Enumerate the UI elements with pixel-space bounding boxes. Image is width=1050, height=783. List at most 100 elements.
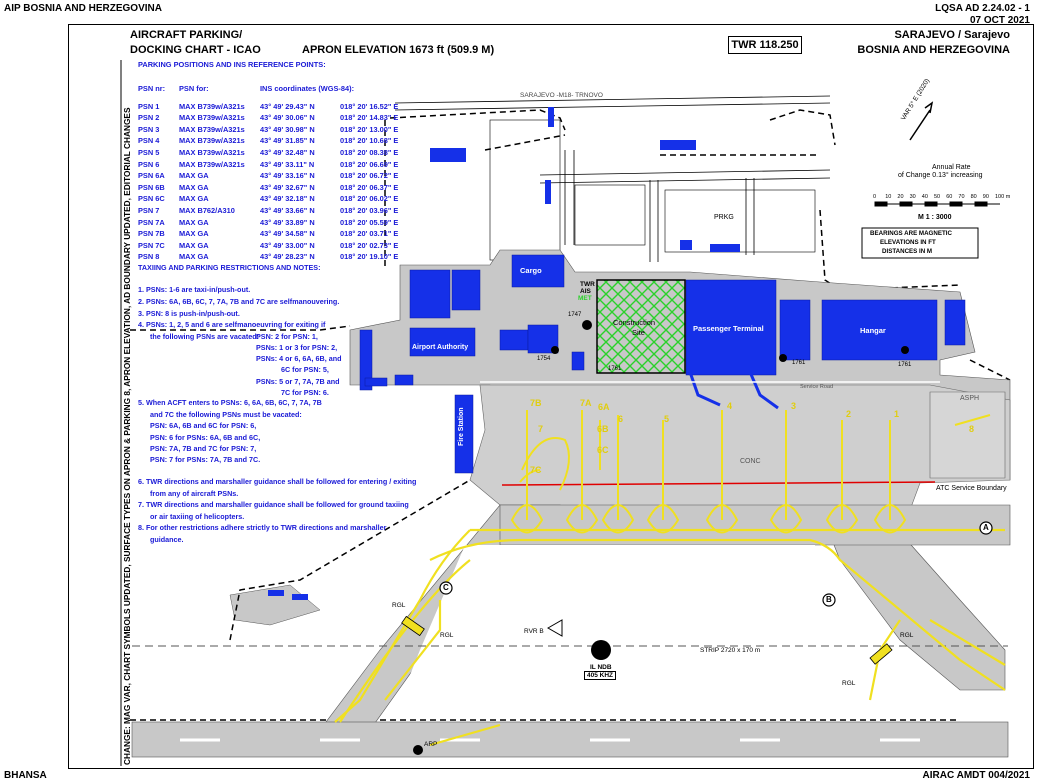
elevation-1754: 1754 (537, 356, 551, 362)
header-publication: AIP BOSNIA AND HERZEGOVINA (4, 3, 162, 14)
stand-7c: 7C (530, 465, 542, 475)
chart-frame (68, 24, 1034, 769)
asph-label: ASPH (960, 395, 980, 402)
twr-frequency: TWR 118.250 (728, 36, 802, 54)
note-7a: 7. TWR directions and marshaller guidanc… (138, 500, 409, 509)
note-7b: or air taxiing of helicopters. (150, 512, 245, 521)
note-5e: PSN: 7A, 7B and 7C for PSN: 7, (150, 444, 257, 453)
road-label: SARAJEVO -M18- TRNOVO (520, 92, 603, 99)
chart-title-2: DOCKING CHART - ICAO (130, 44, 261, 56)
notes-heading: TAXIING AND PARKING RESTRICTIONS AND NOT… (138, 263, 321, 272)
footer-amendment: AIRAC AMDT 004/2021 (922, 770, 1030, 781)
scale-tick-label: 50 (934, 194, 941, 200)
scale-tick-label: 40 (921, 194, 928, 200)
chart-title-1: AIRCRAFT PARKING/ (130, 29, 243, 41)
note-4h: 7C for PSN: 6. (281, 388, 329, 397)
note-5c: PSN: 6A, 6B and 6C for PSN: 6, (150, 421, 257, 430)
elevation-1761-c: 1761 (898, 362, 912, 368)
atc-boundary-label: ATC Service Boundary (936, 485, 1007, 492)
rgl-label-4: RGL (842, 680, 856, 687)
scale-tick-label: 20 (897, 194, 904, 200)
note-1: 1. PSNs: 1-6 are taxi-in/push-out. (138, 285, 251, 294)
scale-tick-label: 10 (885, 194, 892, 200)
note-2: 2. PSNs: 6A, 6B, 6C, 7, 7A, 7B and 7C ar… (138, 297, 340, 306)
apron-elevation: APRON ELEVATION 1673 ft (509.9 M) (302, 44, 495, 56)
stand-6a: 6A (598, 402, 610, 412)
parking-table-header: PSN nr: PSN for: INS coordinates (WGS-84… (138, 84, 355, 93)
fire-station-label: Fire Station (458, 407, 465, 446)
rgl-label-1: RGL (392, 602, 406, 609)
ndb-symbol (591, 640, 611, 660)
conc-label: CONC (740, 458, 761, 465)
arp-label: ARP (424, 741, 438, 748)
passenger-terminal-label: Passenger Terminal (693, 324, 764, 333)
taxiway-b-label: B (826, 595, 832, 604)
bearings-note-3: DISTANCES IN M (882, 248, 933, 255)
stand-6: 6 (618, 414, 624, 424)
scale-tick-label: 90 (982, 194, 989, 200)
stand-7a: 7A (580, 398, 592, 408)
note-3: 3. PSN: 8 is push-in/push-out. (138, 309, 240, 318)
note-5d: PSN: 6 for PSNs: 6A, 6B and 6C, (150, 433, 261, 442)
note-6b: from any of aircraft PSNs. (150, 489, 239, 498)
location-country: BOSNIA AND HERZEGOVINA (857, 44, 1010, 56)
elevation-1747: 1747 (568, 312, 582, 318)
annual-rate-2: of Change 0.13° increasing (898, 172, 983, 179)
scale-tick-label: 80 (970, 194, 977, 200)
scale-tick-label: 60 (946, 194, 953, 200)
service-road-label: Service Road (800, 384, 834, 390)
annual-rate-1: Annual Rate (932, 164, 971, 171)
elevation-1761-b: 1761 (792, 360, 806, 366)
note-4b: the following PSNs are vacated: (150, 332, 260, 341)
construction-label-2: Site (632, 328, 645, 337)
twr-label: TWR (580, 281, 595, 288)
construction-site-area (596, 279, 686, 374)
met-label: MET (578, 295, 592, 302)
il-ndb-label: IL NDB (590, 664, 612, 671)
rgl-label-2: RGL (440, 632, 454, 639)
note-4c: PSN: 2 for PSN: 1, (256, 332, 318, 341)
footer-authority: BHANSA (4, 770, 47, 781)
scale-tick-label: 30 (909, 194, 916, 200)
atc-service-boundary-line (501, 481, 936, 486)
taxiway-a-label: A (983, 523, 989, 532)
strip-label: STRIP 2720 x 170 m (700, 647, 761, 654)
note-4g: PSNs: 5 or 7, 7A, 7B and (256, 377, 340, 386)
taxiway-c-label: C (443, 583, 449, 592)
stand-6c: 6C (597, 445, 609, 455)
runway (131, 721, 1009, 758)
stand-7b: 7B (530, 398, 542, 408)
stand-5: 5 (664, 414, 670, 424)
note-8a: 8. For other restrictions adhere strictl… (138, 523, 387, 532)
note-4e: PSNs: 4 or 6, 6A, 6B, and (256, 354, 342, 363)
note-5f: PSN: 7 for PSNs: 7A, 7B and 7C. (150, 455, 261, 464)
parking-table: PSN nr: PSN for: INS coordinates (WGS-84… (138, 83, 398, 263)
elevation-1761-a: 1761 (608, 366, 622, 372)
parking-heading: PARKING POSITIONS AND INS REFERENCE POIN… (138, 60, 326, 69)
rgl-label-3: RGL (900, 632, 914, 639)
header-page-code: LQSA AD 2.24.02 - 1 (935, 3, 1030, 14)
scale-tick-label: 100 m (995, 194, 1011, 200)
arp-symbol (413, 745, 423, 755)
ais-label: AIS (580, 288, 591, 295)
stand-8: 8 (969, 424, 975, 434)
scale-tick-label: 70 (958, 194, 965, 200)
header-date: 07 OCT 2021 (969, 15, 1030, 26)
stand-4: 4 (727, 401, 733, 411)
bearings-note-2: ELEVATIONS IN FT (880, 239, 936, 246)
stand-1: 1 (894, 409, 900, 419)
